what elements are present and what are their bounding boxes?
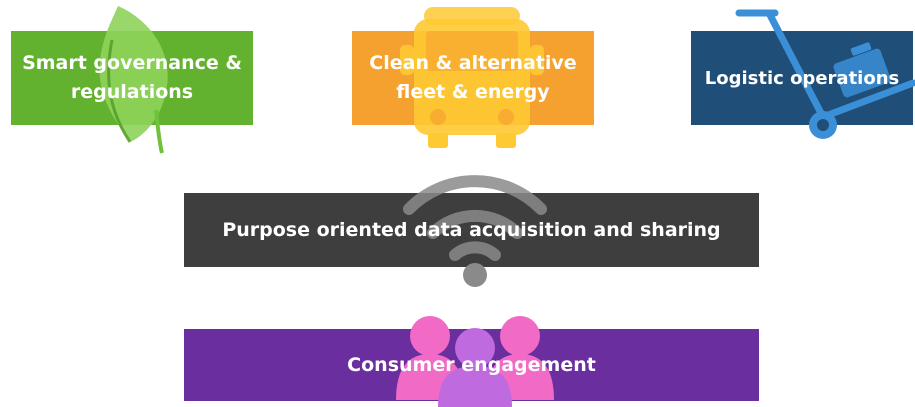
data-acquisition-box: Purpose oriented data acquisition and sh… (184, 193, 759, 267)
bus-icon (400, 7, 544, 148)
clean-fleet-label-line2: fleet & energy (396, 81, 550, 103)
logistic-operations-label: Logistic operations (704, 67, 900, 89)
clean-fleet-label-line1: Clean & alternative (369, 52, 577, 74)
wifi-icon (403, 175, 547, 287)
leaf-icon (99, 6, 168, 154)
hand-truck-icon (735, 9, 915, 139)
smart-governance-label-line2: regulations (70, 81, 194, 103)
consumer-engagement-label: Consumer engagement (347, 353, 596, 376)
smart-governance-label: Smart governance & regulations (22, 49, 242, 107)
smart-governance-label-line1: Smart governance & (22, 52, 242, 74)
data-acquisition-label: Purpose oriented data acquisition and sh… (222, 218, 721, 241)
people-icon (396, 316, 554, 407)
logistic-operations-box: Logistic operations (691, 31, 913, 125)
clean-fleet-label: Clean & alternative fleet & energy (369, 49, 576, 107)
